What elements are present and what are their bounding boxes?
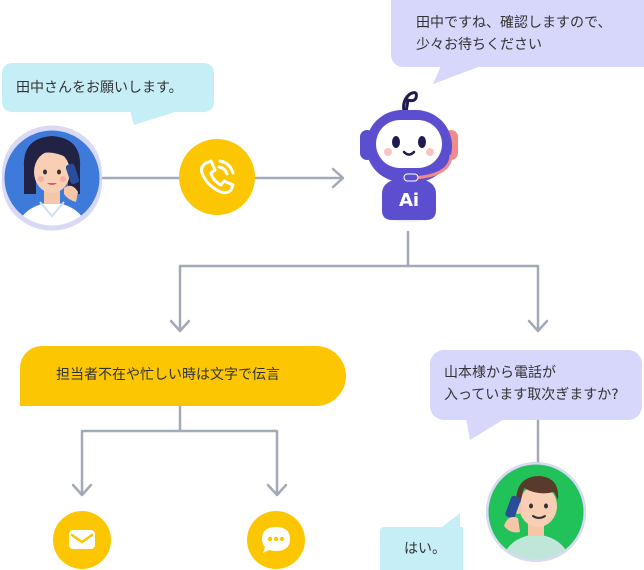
branch-from-note — [80, 402, 279, 496]
ai-reply-line-1: 田中ですね、確認しますので、 — [416, 15, 612, 31]
arrow-head-left — [169, 319, 191, 333]
arrow-head-chat — [266, 483, 288, 497]
phone-ringing-icon — [200, 159, 235, 195]
arrow-head-robot — [331, 167, 345, 189]
robot-ai-badge: Ai — [398, 190, 420, 211]
ai-reply-bubble: 田中ですね、確認しますので、 少々お待ちください — [391, 0, 644, 84]
chat-dots-icon — [262, 527, 290, 553]
accept-reply-bubble: はい。 — [380, 513, 463, 570]
caller-speech-bubble: 田中さんをお願いします。 — [2, 63, 214, 125]
arrow-head-right — [527, 319, 549, 333]
phone-call-circle — [179, 139, 255, 215]
branch-from-robot — [178, 230, 540, 332]
absence-message-text: 担当者不在や忙しい時は文字で伝言 — [56, 367, 280, 383]
ai-reply-line-2: 少々お待ちください — [416, 37, 542, 53]
ai-robot: Ai — [352, 86, 466, 232]
caller-avatar — [2, 124, 102, 232]
forward-question-bubble: 山本様から電話が 入っています取次ぎますか? — [430, 350, 642, 440]
callee-avatar — [486, 462, 586, 562]
arrow-head-mail — [71, 483, 93, 497]
mail-icon — [69, 530, 95, 549]
absence-message-bubble: 担当者不在や忙しい時は文字で伝言 — [20, 346, 346, 406]
accept-reply-text: はい。 — [404, 541, 446, 557]
caller-speech-text: 田中さんをお願いします。 — [16, 80, 183, 96]
chat-circle — [247, 511, 305, 569]
mail-circle — [53, 511, 111, 569]
forward-question-line-1: 山本様から電話が — [444, 365, 556, 381]
forward-question-line-2: 入っています取次ぎますか? — [444, 387, 619, 403]
